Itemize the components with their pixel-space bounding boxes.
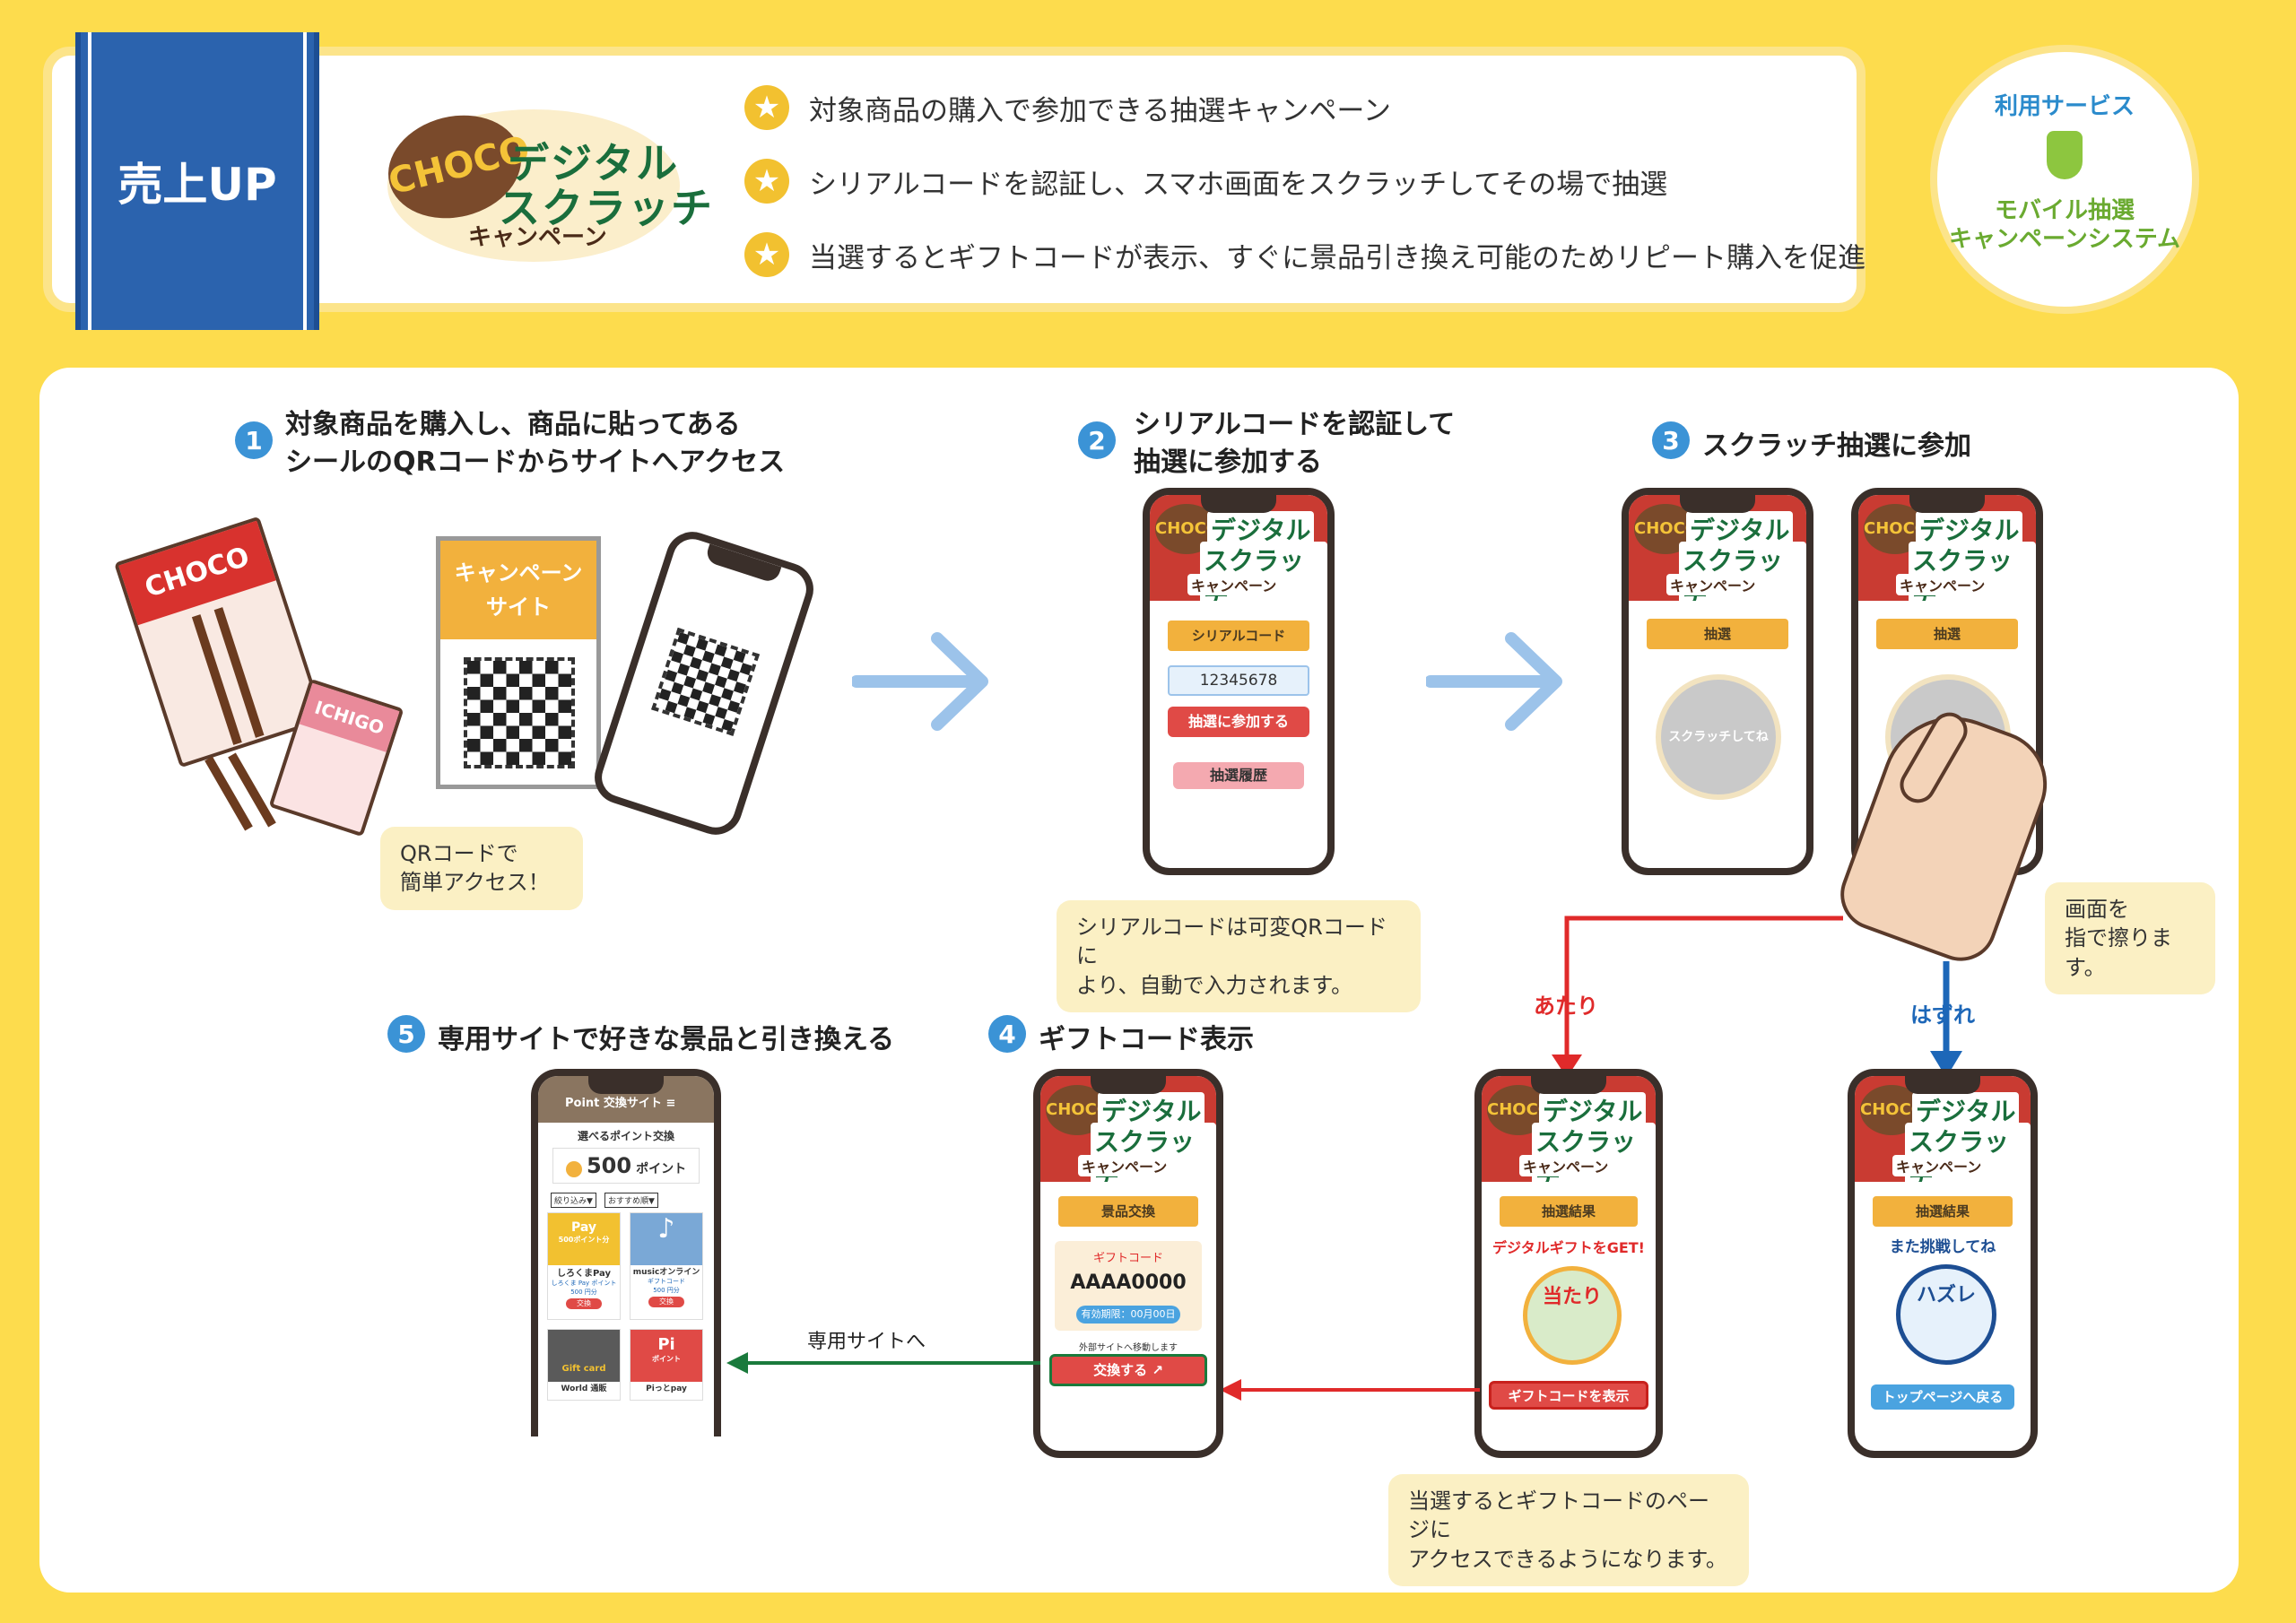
reward-tile[interactable]: ♪ musicオンライン ギフトコード 500 円分 交換 — [630, 1212, 703, 1320]
service-circle — [1930, 45, 2199, 314]
step-number: 1 — [235, 421, 273, 459]
service-title: 利用サービス — [1994, 93, 2135, 120]
lose-headline: また挑戦してね — [1889, 1238, 1996, 1256]
win-medal: 当たり — [1523, 1266, 1622, 1365]
step-number: 2 — [1078, 421, 1116, 459]
result-ribbon: 抽選結果 — [1873, 1196, 2013, 1227]
serial-ribbon: シリアルコード — [1168, 621, 1309, 651]
sort-dropdown[interactable]: おすすめ順▼ — [604, 1193, 658, 1208]
lottery-history-button[interactable]: 抽選履歴 — [1173, 762, 1304, 789]
mobile-lottery-icon — [2047, 131, 2083, 179]
logo-line1: デジタル — [508, 139, 680, 187]
menu-icon[interactable]: ≡ — [665, 1097, 676, 1110]
step5-title: 専用サイトで好きな景品と引き換える — [438, 1024, 895, 1055]
logo-line2: スクラッチ — [499, 184, 714, 232]
step-number: 5 — [387, 1015, 425, 1053]
lose-medal: ハズレ — [1896, 1264, 1996, 1365]
sales-up-badge — [75, 32, 319, 330]
qr-code — [464, 657, 575, 768]
feature-item: ★対象商品の購入で参加できる抽選キャンペーン — [744, 82, 1391, 133]
step1-title-line2: シールのQRコードからサイトへアクセス — [285, 447, 786, 478]
flow-arrow — [1426, 632, 1562, 731]
coin-icon — [565, 1160, 582, 1177]
step2-title-line1: シリアルコードを認証して — [1134, 409, 1456, 440]
win-bubble: 当選するとギフトコードのページに アクセスできるようになります。 — [1388, 1474, 1749, 1587]
gift-card: ギフトコード AAAA0000 有効期限：00月00日 — [1055, 1241, 1202, 1331]
win-to-gift-arrow — [1220, 1379, 1480, 1401]
serial-input[interactable]: 12345678 — [1168, 665, 1309, 696]
lose-label: はずれ — [1910, 1002, 1975, 1028]
star-icon: ★ — [744, 232, 789, 277]
logo-line3: キャンペーン — [468, 224, 607, 251]
step-number: 4 — [988, 1015, 1026, 1053]
exchange-button[interactable]: 交換する ↗ — [1049, 1354, 1207, 1386]
step-number: 3 — [1652, 421, 1690, 459]
back-to-top-button[interactable]: トップページへ戻る — [1871, 1384, 2014, 1410]
sales-up-label: 売上UP — [117, 159, 277, 211]
result-ribbon: 抽選結果 — [1500, 1196, 1638, 1227]
star-icon: ★ — [744, 159, 789, 204]
exchange-tile-button[interactable]: 交換 — [648, 1297, 684, 1307]
gift-code: AAAA0000 — [1070, 1271, 1187, 1294]
to-exchange-site-arrow — [726, 1352, 1040, 1374]
step1-title-line1: 対象商品を購入し、商品に貼ってある — [285, 409, 741, 440]
music-note-icon: ♪ — [631, 1213, 702, 1265]
reward-tile[interactable]: Gift card World 通販 — [547, 1329, 621, 1401]
exchange-tile-button[interactable]: 交換 — [566, 1298, 602, 1309]
feature-item: ★当選するとギフトコードが表示、すぐに景品引き換え可能のためリピート購入を促進 — [744, 230, 1866, 280]
feature-item: ★シリアルコードを認証し、スマホ画面をスクラッチしてその場で抽選 — [744, 156, 1667, 206]
star-icon: ★ — [744, 85, 789, 130]
qr-bubble: QRコードで 簡単アクセス！ — [380, 827, 583, 910]
branch-arrows — [1552, 916, 1962, 1078]
step3-title: スクラッチ抽選に参加 — [1702, 430, 1971, 462]
filter-dropdown[interactable]: 絞り込み▼ — [551, 1193, 596, 1208]
gift-box-art: Gift card — [548, 1330, 620, 1382]
exchange-site-label: 専用サイトへ — [807, 1331, 926, 1353]
lottery-ribbon: 抽選 — [1647, 619, 1788, 649]
join-lottery-button[interactable]: 抽選に参加する — [1168, 707, 1309, 737]
external-link-icon: ↗ — [1152, 1362, 1163, 1378]
prize-ribbon: 景品交換 — [1058, 1196, 1198, 1227]
scratch-area[interactable]: スクラッチしてね — [1656, 674, 1781, 800]
step4-title: ギフトコード表示 — [1039, 1024, 1254, 1055]
win-headline: デジタルギフトをGET! — [1492, 1239, 1645, 1256]
qr-code — [651, 627, 761, 736]
service-name-line1: モバイル抽選 — [1994, 197, 2135, 224]
phone-exchange-site: Point 交換サイト ≡ 選べるポイント交換 500 ポイント 絞り込み▼ お… — [531, 1069, 721, 1436]
points-balance: 500 ポイント — [552, 1148, 700, 1184]
lottery-ribbon: 抽選 — [1876, 619, 2018, 649]
step2-title-line2: 抽選に参加する — [1134, 447, 1322, 478]
show-gift-code-button[interactable]: ギフトコードを表示 — [1489, 1381, 1648, 1410]
service-name-line2: キャンペーンシステム — [1949, 226, 2180, 253]
win-label: あたり — [1534, 994, 1598, 1019]
qr-card: キャンペーン サイト — [436, 536, 601, 789]
scanning-phone — [587, 525, 821, 842]
serial-bubble: シリアルコードは可変QRコードに より、自動で入力されます。 — [1057, 900, 1421, 1013]
header-panel — [43, 47, 1866, 312]
flow-arrow — [852, 632, 988, 731]
scratch-bubble: 画面を 指で擦ります。 — [2045, 882, 2215, 995]
